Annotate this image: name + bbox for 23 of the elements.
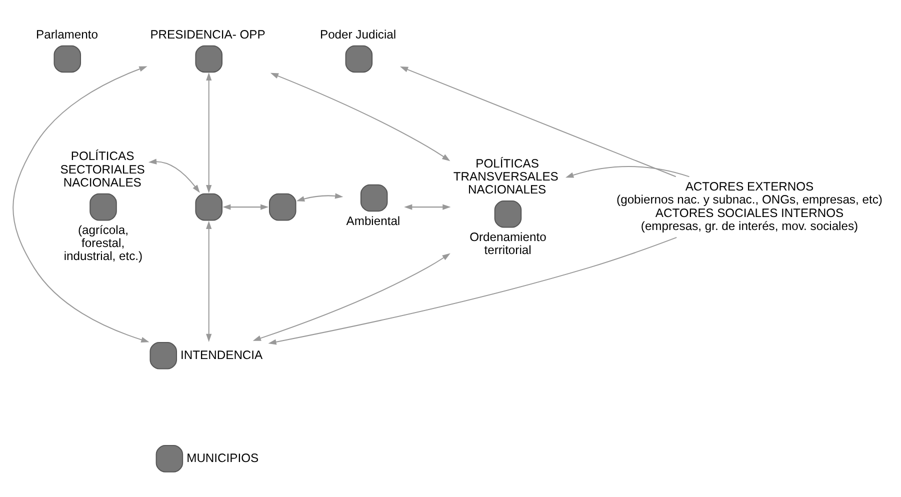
arrow: [148, 158, 200, 192]
arrow: [252, 252, 450, 340]
arrow: [564, 166, 689, 178]
arrow: [296, 192, 343, 202]
node-label: Parlamento: [36, 26, 98, 41]
arrow: [12, 66, 149, 342]
node-label: Ambiental: [346, 213, 400, 228]
arrow: [399, 66, 676, 177]
node-label: Ordenamiento territorial: [469, 230, 546, 257]
arrow: [270, 72, 450, 161]
node-label: (agrícola, forestal, industrial, etc.): [63, 222, 142, 263]
node-label: PRESIDENCIA- OPP: [150, 26, 265, 41]
node-label: POLÍTICAS SECTORIALES NACIONALES: [60, 148, 144, 189]
arrow: [206, 72, 212, 193]
node-label: POLÍTICAS TRANSVERSALES NACIONALES: [452, 156, 558, 196]
node-label: MUNICIPIOS: [186, 450, 258, 464]
arrow: [268, 236, 676, 344]
node-label: Poder Judicial: [320, 26, 396, 41]
arrow: [404, 204, 450, 210]
node-text: ACTORES EXTERNOS (gobiernos nac. y subnac., ONGs, empresas, etc) ACTORES SOCIALES INTERNOS (empresas, gr. de interés, mov. sociales): [616, 178, 882, 232]
node-label: INTENDENCIA: [180, 347, 262, 362]
arrow: [206, 220, 212, 342]
arrow: [222, 204, 268, 210]
